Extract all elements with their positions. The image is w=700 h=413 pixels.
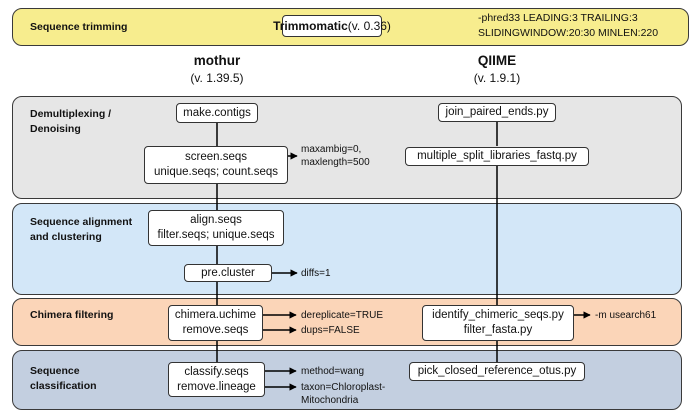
make-contigs-box: make.contigs	[176, 103, 258, 123]
pre-cluster-options: diffs=1	[301, 268, 331, 279]
chimera-uchime-box: chimera.uchime remove.seqs	[168, 305, 263, 341]
trimming-stage-label: Sequence trimming	[30, 21, 128, 33]
trimmomatic-box: Trimmomatic (v. 0.36)	[273, 15, 391, 37]
identify-chimeric-options: -m usearch61	[595, 310, 657, 321]
trimmomatic-params-line2: SLIDINGWINDOW:20:30 MINLEN:220	[478, 27, 659, 39]
join-paired-ends-box: join_paired_ends.py	[438, 103, 556, 122]
identify-chimeric-box: identify_chimeric_seqs.py filter_fasta.p…	[422, 305, 574, 341]
trimmomatic-params-line1: -phred33 LEADING:3 TRAILING:3	[478, 12, 638, 24]
chimera-option-dups: dups=FALSE	[301, 325, 360, 336]
classify-seqs-box: classify.seqs remove.lineage	[168, 362, 265, 397]
classify-option-method: method=wang	[301, 366, 365, 377]
align-stage-label: Sequence alignment and clustering	[30, 216, 133, 243]
classify-stage-label: Sequence classification	[30, 365, 97, 392]
align-filter-box: align.seqs filter.seqs; unique.seqs	[148, 210, 284, 246]
demux-stage-label: Demultiplexing / Denoising	[30, 108, 112, 135]
screen-seqs-options: maxambig=0, maxlength=500	[301, 144, 370, 168]
chimera-stage-label: Chimera filtering	[30, 309, 114, 321]
qiime-version: (v. 1.9.1)	[473, 71, 521, 85]
trimmomatic-version: (v. 0.36)	[347, 18, 391, 33]
multiple-split-libraries-box: multiple_split_libraries_fastq.py	[405, 147, 589, 166]
classify-option-taxon: taxon=Chloroplast- Mitochondria	[301, 382, 386, 406]
qiime-title: QIIME	[477, 53, 517, 68]
pick-closed-reference-box: pick_closed_reference_otus.py	[409, 362, 585, 381]
pre-cluster-box: pre.cluster	[184, 264, 272, 282]
screen-unique-box: screen.seqs unique.seqs; count.seqs	[144, 146, 288, 184]
chimera-option-dereplicate: dereplicate=TRUE	[301, 310, 383, 321]
trimmomatic-tool: Trimmomatic	[273, 18, 348, 33]
mothur-version: (v. 1.39.5)	[190, 71, 244, 85]
mothur-title: mothur	[193, 53, 241, 68]
align-panel	[12, 203, 682, 295]
